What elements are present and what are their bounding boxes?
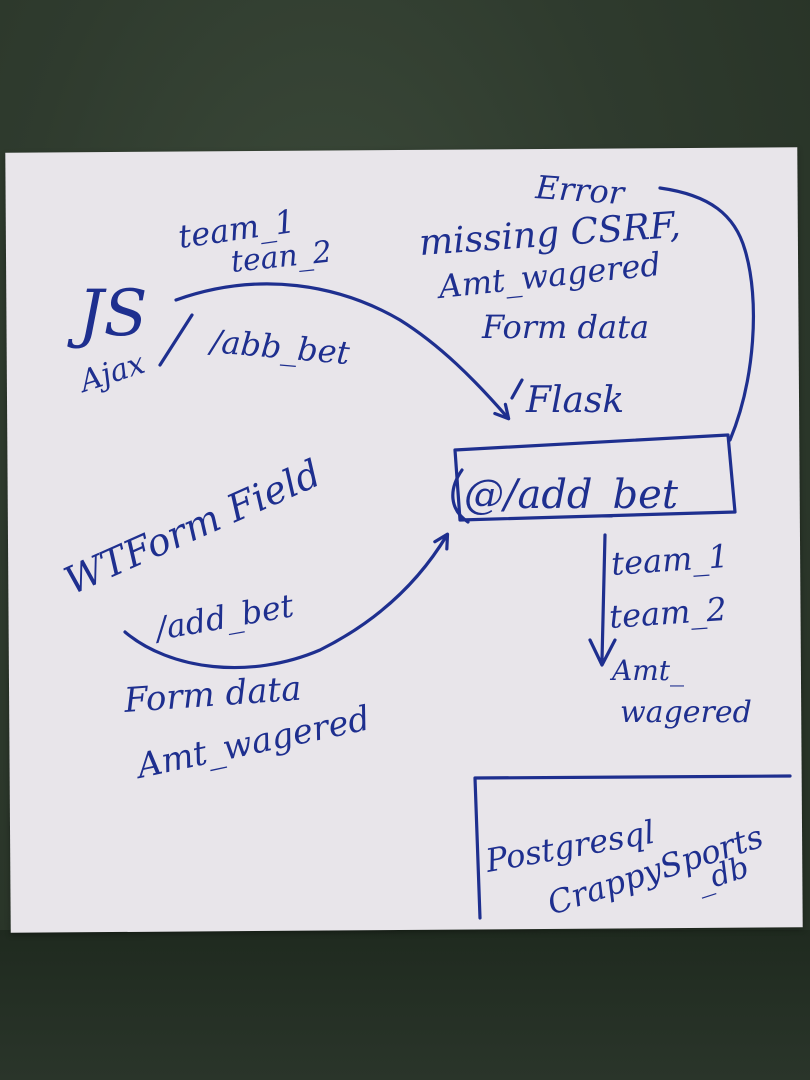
table-surface-bottom: [0, 930, 810, 1080]
js-label: JS: [67, 277, 148, 351]
error-label: Error: [533, 168, 627, 212]
team2-right-label: team_2: [608, 590, 728, 636]
flask-label: Flask: [525, 380, 624, 421]
add-bet-route-box: [453, 433, 737, 522]
postgres-box: [473, 774, 792, 920]
form-to-flask-arrow: [123, 532, 450, 670]
error-return-curve: [658, 186, 755, 442]
abb-bet-label: /abb_bet: [206, 322, 351, 372]
form-data-lower-label: Form data: [122, 669, 303, 721]
js-to-flask-arrow: [174, 282, 511, 421]
wtform-field-label: WTForm Field: [58, 451, 327, 603]
js-ajax-divider: [158, 313, 194, 367]
add-bet-route-label: @/add_bet: [464, 472, 679, 518]
form-data-error-label: Form data: [481, 308, 649, 346]
route-to-db-arrow: [588, 533, 617, 667]
wagered-right-label: wagered: [620, 695, 752, 730]
flask-tick: [510, 378, 524, 400]
route-box-bracket: [451, 468, 470, 524]
team1-right-label: team_1: [610, 537, 730, 583]
amt-right-label: Amt_: [609, 654, 684, 687]
add-bet-lower-label: /add_bet: [150, 586, 297, 648]
ajax-label: Ajax: [73, 346, 149, 401]
